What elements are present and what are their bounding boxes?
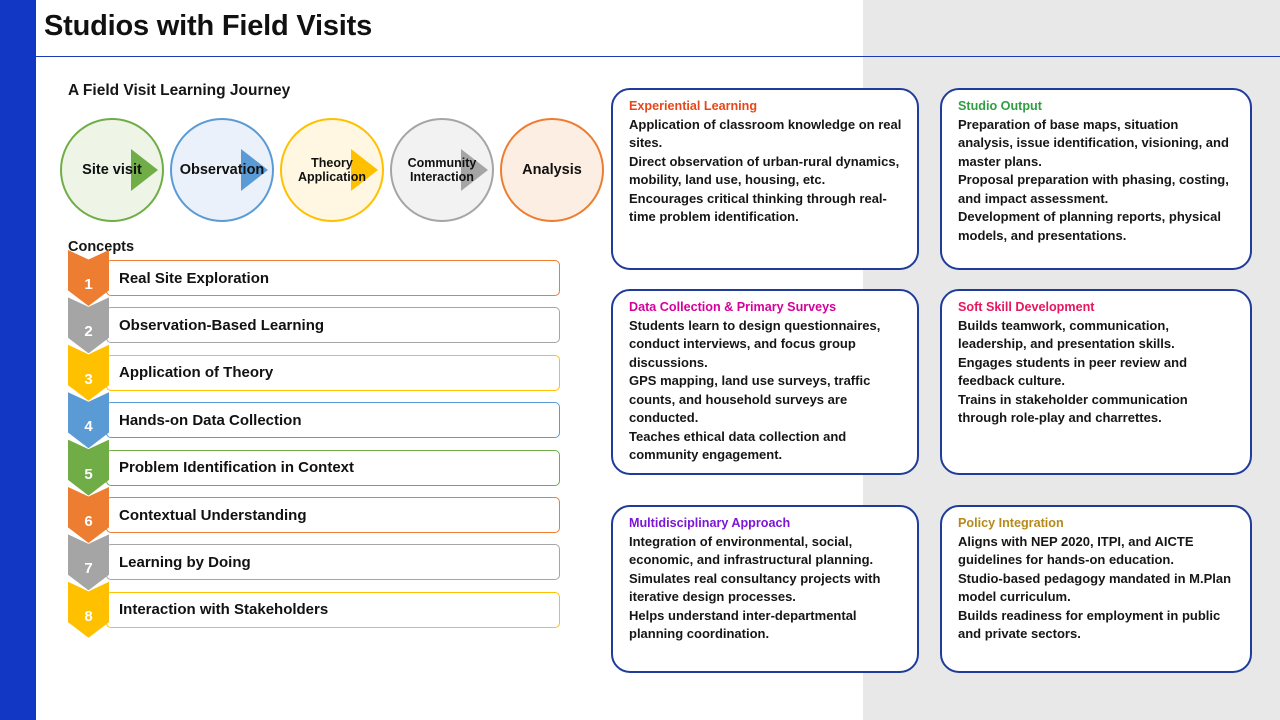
concept-label: Observation-Based Learning xyxy=(119,316,325,334)
concept-box[interactable]: Learning by Doing xyxy=(106,544,560,581)
card-body-line: Teaches ethical data collection and comm… xyxy=(629,428,847,463)
card-body-line: Preparation of base maps, situation anal… xyxy=(958,117,1229,169)
concept-label: Real Site Exploration xyxy=(119,269,270,287)
flow-arrow-icon xyxy=(241,149,268,191)
flow-node[interactable]: Site visit xyxy=(60,118,168,230)
concept-box[interactable]: Observation-Based Learning xyxy=(106,307,560,344)
card-title: Policy Integration xyxy=(958,516,1064,530)
concept-row[interactable]: 5 Problem Identification in Context xyxy=(68,439,560,496)
concept-number: 1 xyxy=(84,276,93,293)
flow-arrow-icon xyxy=(461,149,488,191)
concept-box[interactable]: Hands-on Data Collection xyxy=(106,402,560,439)
concept-number: 2 xyxy=(84,323,93,341)
concept-box[interactable]: Real Site Exploration xyxy=(106,260,560,296)
flow-circle: Site visit xyxy=(60,118,164,222)
concept-box[interactable]: Problem Identification in Context xyxy=(106,449,560,486)
concept-number: 7 xyxy=(84,560,93,578)
card-body-line: Builds teamwork, communication, leadersh… xyxy=(958,318,1175,352)
concept-label: Interaction with Stakeholders xyxy=(119,601,329,619)
card-title: Soft Skill Development xyxy=(958,300,1095,314)
card-body-line: Studio-based pedagogy mandated in M.Plan… xyxy=(958,570,1232,605)
card-body-line: Proposal preparation with phasing, costi… xyxy=(958,172,1229,206)
card-body-line: Trains in stakeholder communication thro… xyxy=(958,391,1188,426)
concept-number: 4 xyxy=(84,418,93,436)
card-body-line: Simulates real consultancy projects with… xyxy=(629,570,881,605)
concept-box[interactable]: Interaction with Stakeholders xyxy=(106,591,560,628)
concept-row[interactable]: 7 Learning by Doing xyxy=(68,534,560,591)
concept-number: 5 xyxy=(84,465,93,483)
card-title: Experiential Learning xyxy=(629,99,758,113)
title-divider xyxy=(36,56,1280,57)
concept-box[interactable]: Application of Theory xyxy=(106,354,560,391)
flow-node[interactable]: Analysis xyxy=(500,118,608,230)
card-body-line: Builds readiness for employment in publi… xyxy=(958,607,1221,642)
flow-circle: Analysis xyxy=(500,118,604,222)
concept-label: Learning by Doing xyxy=(119,553,251,571)
card-body-line: Development of planning reports, physica… xyxy=(958,209,1221,243)
flow-node-label: Site visit xyxy=(82,161,142,178)
card-title: Data Collection & Primary Surveys xyxy=(629,300,837,314)
card-body-line: Students learn to design questionnaires,… xyxy=(629,318,881,370)
concept-label: Hands-on Data Collection xyxy=(119,411,302,429)
concept-row[interactable]: 8 Interaction with Stakeholders xyxy=(68,581,560,638)
flow-node[interactable]: Observation xyxy=(170,118,278,230)
flow-node-label: Analysis xyxy=(522,161,582,178)
card-title: Multidisciplinary Approach xyxy=(629,516,791,530)
concept-box[interactable]: Contextual Understanding xyxy=(106,497,560,533)
concept-row[interactable]: 2 Observation-Based Learning xyxy=(68,297,560,354)
card-body-line: Helps understand inter-departmental plan… xyxy=(629,607,857,642)
accent-left-bar xyxy=(0,0,36,720)
card-body-line: Direct observation of urban-rural dynami… xyxy=(629,153,900,188)
card-body-line: Encourages critical thinking through rea… xyxy=(629,190,887,225)
page-title: Studios with Field Visits xyxy=(44,10,373,42)
card-body-line: Integration of environmental, social, ec… xyxy=(629,534,874,568)
card-body-line: Aligns with NEP 2020, ITPI, and AICTE gu… xyxy=(958,534,1194,568)
card-body-line: Engages students in peer review and feed… xyxy=(958,354,1188,389)
concept-number: 3 xyxy=(84,370,93,388)
concept-row[interactable]: 6 Contextual Understanding xyxy=(68,487,560,543)
flow-node-label: Observation xyxy=(179,161,265,178)
concept-number: 6 xyxy=(84,513,93,530)
flow-arrow-icon xyxy=(131,149,158,191)
concept-label: Problem Identification in Context xyxy=(119,459,355,477)
flow-arrow-icon xyxy=(351,149,378,191)
concept-row[interactable]: 4 Hands-on Data Collection xyxy=(68,392,560,449)
concept-row[interactable]: 1 Real Site Exploration xyxy=(68,250,560,306)
section-subtitle: A Field Visit Learning Journey xyxy=(68,82,291,99)
concept-row[interactable]: 3 Application of Theory xyxy=(68,344,560,401)
concept-number: 8 xyxy=(84,607,93,625)
concept-label: Contextual Understanding xyxy=(119,506,307,524)
concept-label: Application of Theory xyxy=(119,364,274,382)
card-body-line: Application of classroom knowledge on re… xyxy=(629,117,902,151)
card-body-line: GPS mapping, land use surveys, traffic c… xyxy=(629,373,871,426)
flow-circle: Observation xyxy=(170,118,274,222)
concepts-heading: Concepts xyxy=(68,239,135,255)
card-title: Studio Output xyxy=(958,99,1042,113)
